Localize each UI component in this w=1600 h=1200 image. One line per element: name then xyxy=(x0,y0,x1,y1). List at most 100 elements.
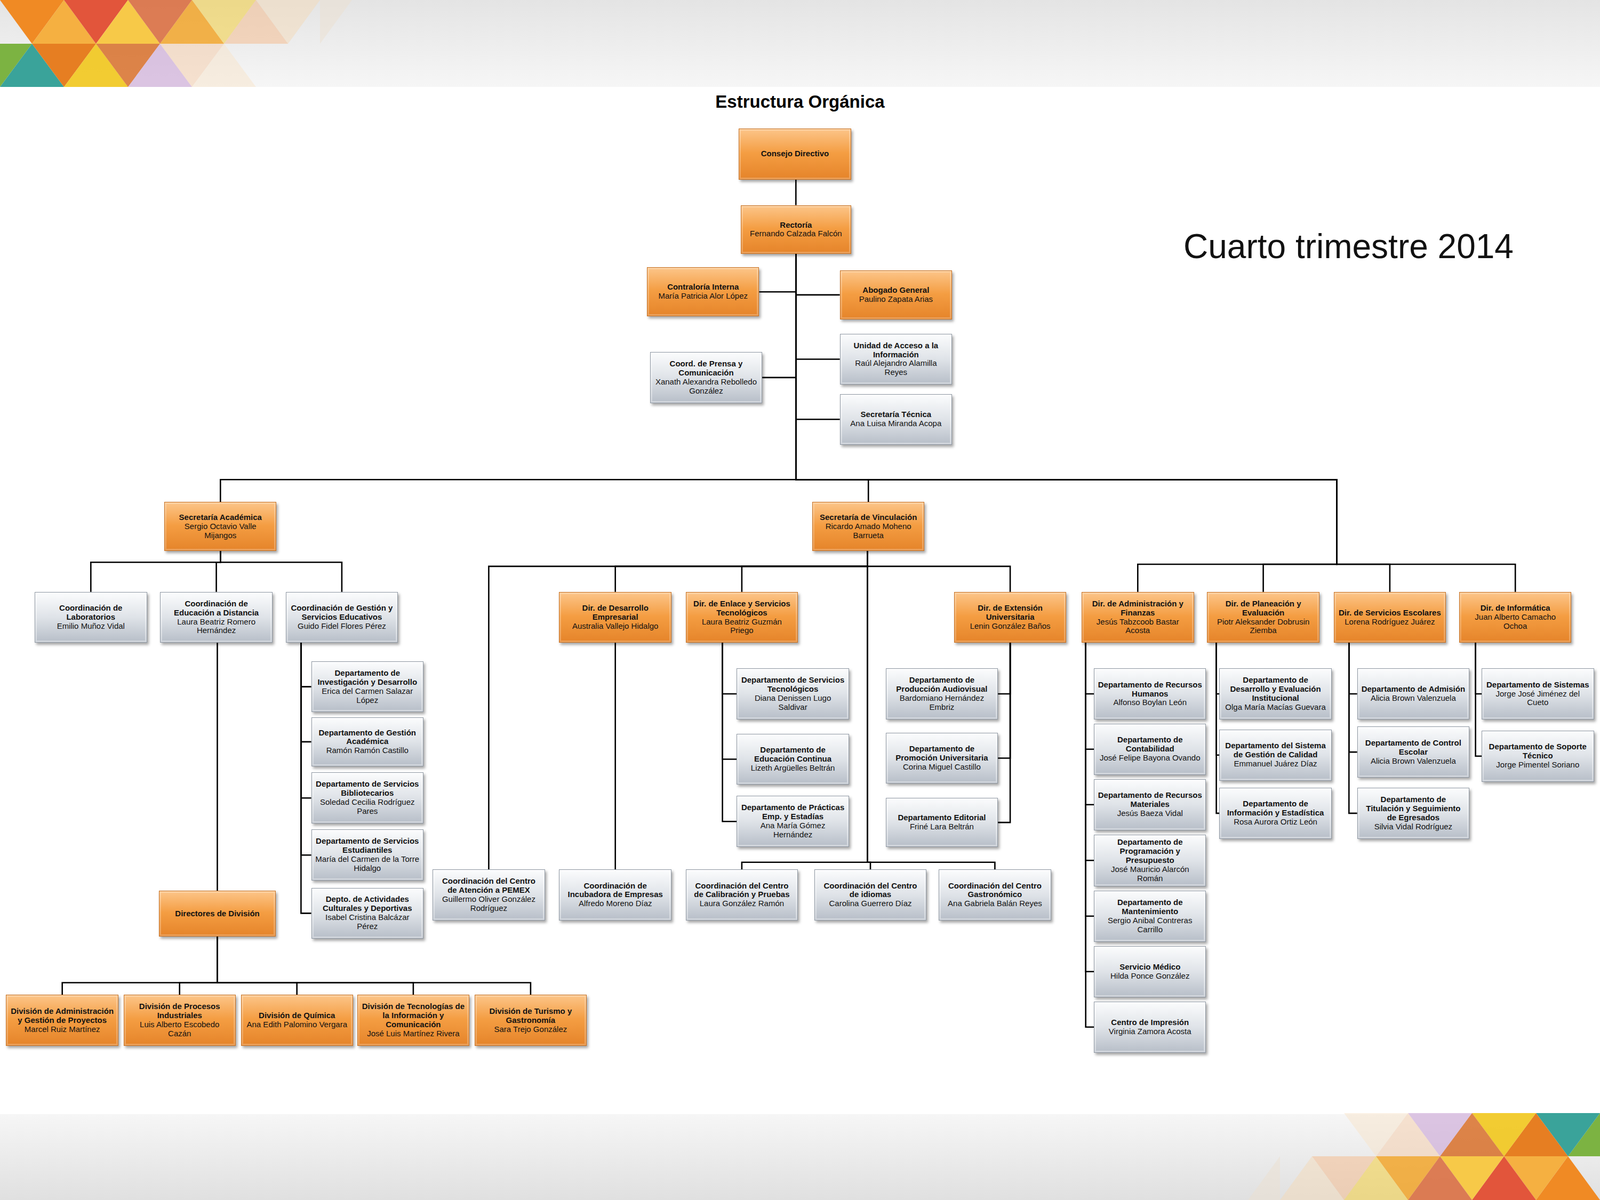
department-box: Departamento de MantenimientoSergio Anib… xyxy=(1093,890,1206,942)
department-box: Departamento de Recursos HumanosAlfonso … xyxy=(1093,668,1206,720)
unit-name: Departamento de Contabilidad xyxy=(1097,735,1203,754)
unit-name: Dir. de Servicios Escolares xyxy=(1338,608,1442,618)
department-box: Departamento de Recursos MaterialesJesús… xyxy=(1093,779,1206,831)
person-name: Ana Luisa Miranda Acopa xyxy=(850,419,942,429)
unit-name: Departamento de Titulación y Seguimiento… xyxy=(1361,795,1466,823)
connector-line xyxy=(997,642,1011,758)
connector-line xyxy=(220,253,796,502)
department-box: Departamento de Soporte TécnicoJorge Pim… xyxy=(1481,730,1594,782)
connector-line xyxy=(1348,642,1357,694)
department-box: Departamento de Investigación y Desarrol… xyxy=(311,661,424,713)
connector-line xyxy=(722,642,738,759)
department-box: Secretaría TécnicaAna Luisa Miranda Acop… xyxy=(840,394,952,446)
person-name: Virginia Zamora Acosta xyxy=(1108,1027,1192,1037)
unit-name: División de Turismo y Gastronomía xyxy=(478,1006,583,1026)
unit-name: Coordinación de Gestión y Servicios Educ… xyxy=(289,603,395,622)
unit-box: División de QuímicaAna Edith Palomino Ve… xyxy=(241,994,354,1046)
unit-box: Directores de División xyxy=(158,890,276,937)
connector-line xyxy=(216,642,219,891)
unit-box: Abogado GeneralPaulino Zapata Arias xyxy=(840,270,952,320)
unit-name: Unidad de Acceso a la Información xyxy=(843,341,949,360)
person-name: Jesús Baeza Vidal xyxy=(1117,809,1183,819)
connector-line xyxy=(300,642,311,687)
person-name: Lorena Rodríguez Juárez xyxy=(1344,617,1435,627)
connector-line xyxy=(867,550,1011,592)
person-name: Luis Alberto Escobedo Cazán xyxy=(127,1020,232,1039)
unit-box: Dir. de InformáticaJuan Alberto Camacho … xyxy=(1459,592,1572,644)
department-box: Departamento de Servicios EstudiantilesM… xyxy=(311,829,424,881)
person-name: Ana Edith Palomino Vergara xyxy=(246,1020,348,1030)
person-name: Hilda Ponce González xyxy=(1110,971,1190,981)
connector-line xyxy=(1085,642,1094,694)
person-name: Ana María Gómez Hernández xyxy=(740,821,845,840)
person-name: Carolina Guerrero Díaz xyxy=(828,899,912,909)
bottom-pattern xyxy=(1248,1113,1600,1200)
person-name: Silvia Vidal Rodríguez xyxy=(1374,822,1453,832)
connector-line xyxy=(614,642,616,870)
unit-name: Departamento de Soporte Técnico xyxy=(1485,742,1590,761)
person-name: Jorge José Jiménez del Cueto xyxy=(1485,689,1590,708)
unit-name: Secretaría Académica xyxy=(179,513,262,523)
connector-line xyxy=(217,936,298,995)
department-box: Depto. de Actividades Culturales y Depor… xyxy=(311,888,424,940)
unit-box: División de Procesos IndustrialesLuis Al… xyxy=(123,994,236,1046)
person-name: Emilio Muñoz Vidal xyxy=(57,621,125,631)
unit-name: Dir. de Administración y Finanzas xyxy=(1085,599,1190,618)
person-name: Jorge Pimentel Soriano xyxy=(1496,760,1580,770)
department-box: Departamento de Promoción UniversitariaC… xyxy=(885,732,998,784)
person-name: Olga María Macías Guevara xyxy=(1225,702,1326,712)
unit-name: Coordinación de Educación a Distancia xyxy=(163,599,269,618)
connector-line xyxy=(90,550,221,592)
connector-line xyxy=(300,642,311,798)
connector-line xyxy=(1085,642,1094,917)
department-box: Departamento de Prácticas Emp. y Estadía… xyxy=(736,795,849,847)
connector-line xyxy=(795,253,840,295)
unit-name: Secretaría Técnica xyxy=(860,410,932,420)
person-name: Jesús Tabzcoob Bastar Acosta xyxy=(1085,617,1190,636)
unit-name: Departamento de Desarrollo y Evaluación … xyxy=(1222,675,1328,703)
person-name: Ricardo Amado Moheno Barrueta xyxy=(816,522,921,541)
person-name: Laura Beatriz Romero Hernández xyxy=(163,617,269,636)
connector-line xyxy=(300,642,311,914)
unit-box: Consejo Directivo xyxy=(738,128,851,180)
department-box: Centro de ImpresiónVirginia Zamora Acost… xyxy=(1093,1001,1206,1053)
connector-line xyxy=(741,550,868,592)
person-name: Paulino Zapata Arias xyxy=(859,294,933,304)
department-box: Departamento de Control EscolarAlicia Br… xyxy=(1357,726,1470,778)
person-name: Soledad Cecilia Rodríguez Pares xyxy=(315,797,420,816)
department-box: Departamento de Producción AudiovisualBa… xyxy=(885,668,998,720)
connector-line xyxy=(759,253,797,292)
unit-box: Secretaría AcadémicaSergio Octavio Valle… xyxy=(164,501,277,551)
department-box: Departamento de Programación y Presupues… xyxy=(1093,834,1206,887)
connector-line xyxy=(488,550,868,870)
unit-name: Dir. de Informática xyxy=(1480,603,1551,613)
unit-name: Departamento Editorial xyxy=(897,813,986,823)
person-name: Sara Trejo González xyxy=(494,1025,568,1035)
unit-name: Dir. de Planeación y Evaluación xyxy=(1210,599,1316,618)
unit-name: Servicio Médico xyxy=(1119,962,1181,972)
department-box: Departamento de Educación ContinuaLizeth… xyxy=(736,733,849,786)
person-name: Marcel Ruiz Martínez xyxy=(24,1025,101,1035)
department-box: Coordinación de Gestión y Servicios Educ… xyxy=(285,592,398,644)
unit-box: Dir. de Servicios EscolaresLorena Rodríg… xyxy=(1333,592,1446,644)
person-name: Friné Lara Beltrán xyxy=(909,822,974,832)
unit-name: Coordinación del Centro de idiomas xyxy=(818,881,923,900)
person-name: Piotr Aleksander Dobrusin Ziemba xyxy=(1210,617,1316,636)
connector-line xyxy=(795,253,1337,592)
connector-line xyxy=(722,642,738,822)
connector-line xyxy=(997,642,1011,823)
person-name: Laura Beatriz Guzmán Priego xyxy=(689,617,795,636)
unit-name: División de Procesos Industriales xyxy=(127,1002,232,1021)
unit-box: Dir. de Extensión UniversitariaLenin Gon… xyxy=(954,592,1067,644)
top-pattern xyxy=(0,0,352,87)
unit-name: Departamento de Producción Audiovisual xyxy=(889,675,995,694)
connector-line xyxy=(217,936,531,995)
unit-name: Coordinación de Laboratorios xyxy=(38,603,143,622)
connector-line xyxy=(1348,642,1357,752)
department-box: Departamento de AdmisiónAlicia Brown Val… xyxy=(1357,668,1470,720)
unit-name: División de Tecnologías de la Informació… xyxy=(361,1002,466,1030)
unit-box: Secretaría de VinculaciónRicardo Amado M… xyxy=(812,501,925,551)
unit-name: Rectoría xyxy=(779,220,812,230)
person-name: Lizeth Argüelles Beltrán xyxy=(750,763,836,773)
unit-name: Abogado General xyxy=(862,285,930,295)
